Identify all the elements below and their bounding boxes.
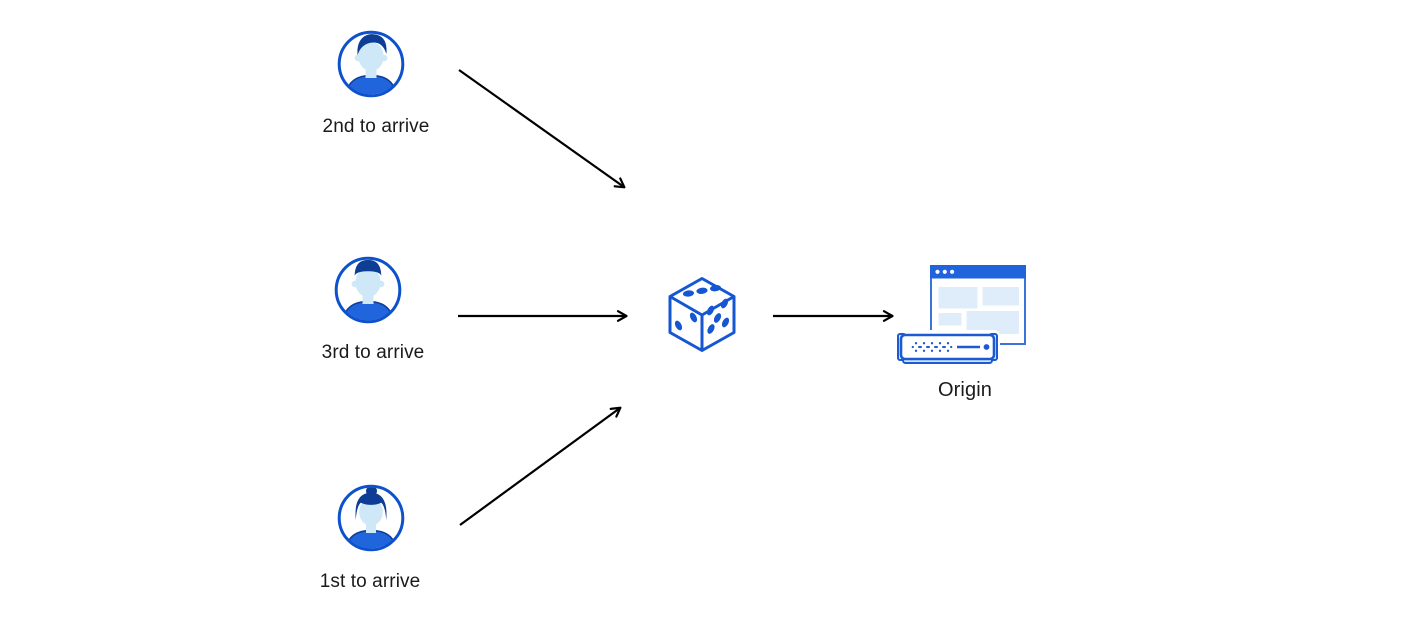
edge-second-to-randomizer bbox=[458, 69, 626, 189]
female-avatar-icon bbox=[337, 484, 405, 552]
client-second-label: 2nd to arrive bbox=[322, 116, 430, 137]
male-avatar-icon bbox=[334, 256, 402, 324]
client-third-label: 3rd to arrive bbox=[321, 342, 425, 363]
origin-label: Origin bbox=[938, 379, 992, 401]
server-vent-dots bbox=[911, 342, 953, 352]
dice-icon bbox=[668, 277, 736, 352]
edge-first-to-randomizer bbox=[459, 406, 622, 526]
male-avatar-icon bbox=[337, 30, 405, 98]
server-icon bbox=[895, 330, 1000, 366]
client-first-label: 1st to arrive bbox=[319, 571, 421, 592]
